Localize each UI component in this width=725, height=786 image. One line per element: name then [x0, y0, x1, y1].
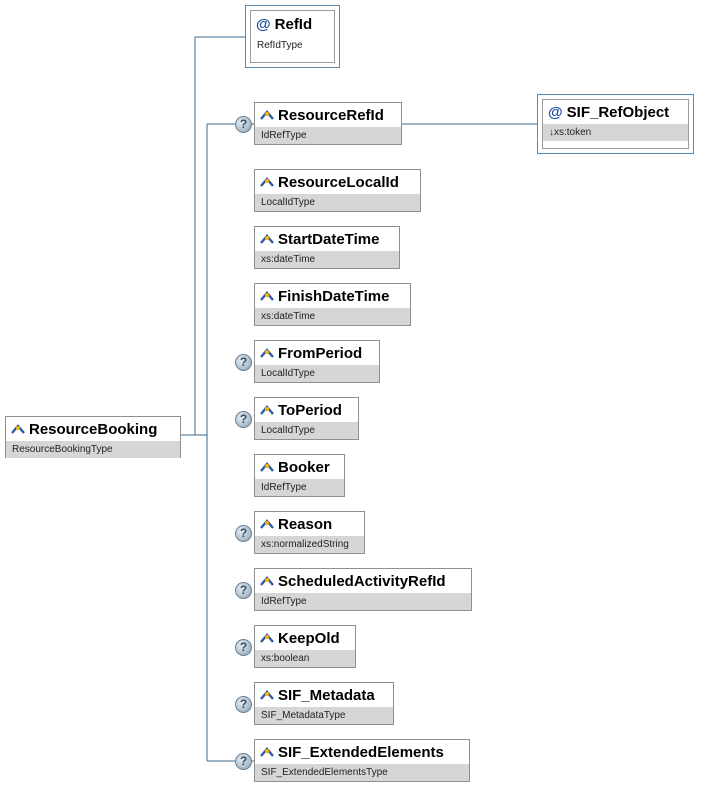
element-icon — [260, 575, 274, 587]
element-header: Reason — [255, 512, 364, 536]
element-type: xs:dateTime — [255, 308, 410, 325]
attribute-name: RefId — [274, 15, 313, 33]
element-header: ScheduledActivityRefId — [255, 569, 471, 593]
element-header: StartDateTime — [255, 227, 399, 251]
element-header: ResourceRefId — [255, 103, 401, 127]
refid-attribute-node[interactable]: @ RefId RefIdType — [245, 5, 340, 68]
element-name: ToPeriod — [278, 401, 342, 419]
element-icon — [260, 404, 274, 416]
element-icon — [260, 233, 274, 245]
element-node-startdatetime[interactable]: StartDateTime xs:dateTime — [254, 226, 400, 269]
element-node-finishdatetime[interactable]: FinishDateTime xs:dateTime — [254, 283, 411, 326]
attribute-at-icon: @ — [548, 103, 563, 121]
element-header: FinishDateTime — [255, 284, 410, 308]
element-type: IdRefType — [255, 593, 471, 610]
element-icon — [260, 518, 274, 530]
element-header: SIF_ExtendedElements — [255, 740, 469, 764]
attribute-type: RefIdType — [251, 37, 334, 54]
element-type: xs:normalizedString — [255, 536, 364, 553]
element-icon — [11, 423, 25, 435]
element-type: xs:boolean — [255, 650, 355, 667]
element-type: IdRefType — [255, 127, 401, 144]
element-header: ResourceLocalId — [255, 170, 420, 194]
optional-question-icon: ? — [235, 525, 252, 542]
element-icon — [260, 689, 274, 701]
attribute-at-icon: @ — [256, 15, 271, 33]
refobject-type: ↓xs:token — [543, 124, 688, 141]
element-icon — [260, 109, 274, 121]
element-type: LocalIdType — [255, 422, 358, 439]
sif-refobject-node[interactable]: @ SIF_RefObject ↓xs:token — [537, 94, 694, 154]
element-name: Booker — [278, 458, 330, 476]
optional-question-icon: ? — [235, 639, 252, 656]
element-type: SIF_ExtendedElementsType — [255, 764, 469, 781]
element-name: Reason — [278, 515, 333, 533]
element-name: SIF_ExtendedElements — [278, 743, 444, 761]
connector-root-to-refid — [180, 36, 245, 436]
element-node-keepold[interactable]: KeepOld xs:boolean — [254, 625, 356, 668]
refobject-name: SIF_RefObject — [566, 103, 670, 121]
element-header: Booker — [255, 455, 344, 479]
root-element-node[interactable]: ResourceBooking ResourceBookingType — [5, 416, 181, 458]
optional-question-icon: ? — [235, 582, 252, 599]
element-type: IdRefType — [255, 479, 344, 496]
element-icon — [260, 176, 274, 188]
element-node-reason[interactable]: Reason xs:normalizedString — [254, 511, 365, 554]
optional-question-icon: ? — [235, 696, 252, 713]
element-name: KeepOld — [278, 629, 340, 647]
element-name: ResourceLocalId — [278, 173, 399, 191]
element-name: FromPeriod — [278, 344, 363, 362]
element-header: FromPeriod — [255, 341, 379, 365]
root-element-name: ResourceBooking — [29, 420, 158, 438]
optional-question-icon: ? — [235, 411, 252, 428]
element-header: SIF_Metadata — [255, 683, 393, 707]
element-type: xs:dateTime — [255, 251, 399, 268]
optional-question-icon: ? — [235, 753, 252, 770]
element-name: ScheduledActivityRefId — [278, 572, 446, 590]
element-type: SIF_MetadataType — [255, 707, 393, 724]
element-name: StartDateTime — [278, 230, 380, 248]
element-type: LocalIdType — [255, 365, 379, 382]
element-icon — [260, 746, 274, 758]
root-element-type: ResourceBookingType — [6, 441, 180, 458]
element-name: ResourceRefId — [278, 106, 384, 124]
element-icon — [260, 347, 274, 359]
element-icon — [260, 290, 274, 302]
element-icon — [260, 461, 274, 473]
optional-question-icon: ? — [235, 354, 252, 371]
element-name: FinishDateTime — [278, 287, 390, 305]
element-header: KeepOld — [255, 626, 355, 650]
element-name: SIF_Metadata — [278, 686, 375, 704]
element-icon — [260, 632, 274, 644]
element-header: ToPeriod — [255, 398, 358, 422]
optional-question-icon: ? — [235, 116, 252, 133]
element-type: LocalIdType — [255, 194, 420, 211]
